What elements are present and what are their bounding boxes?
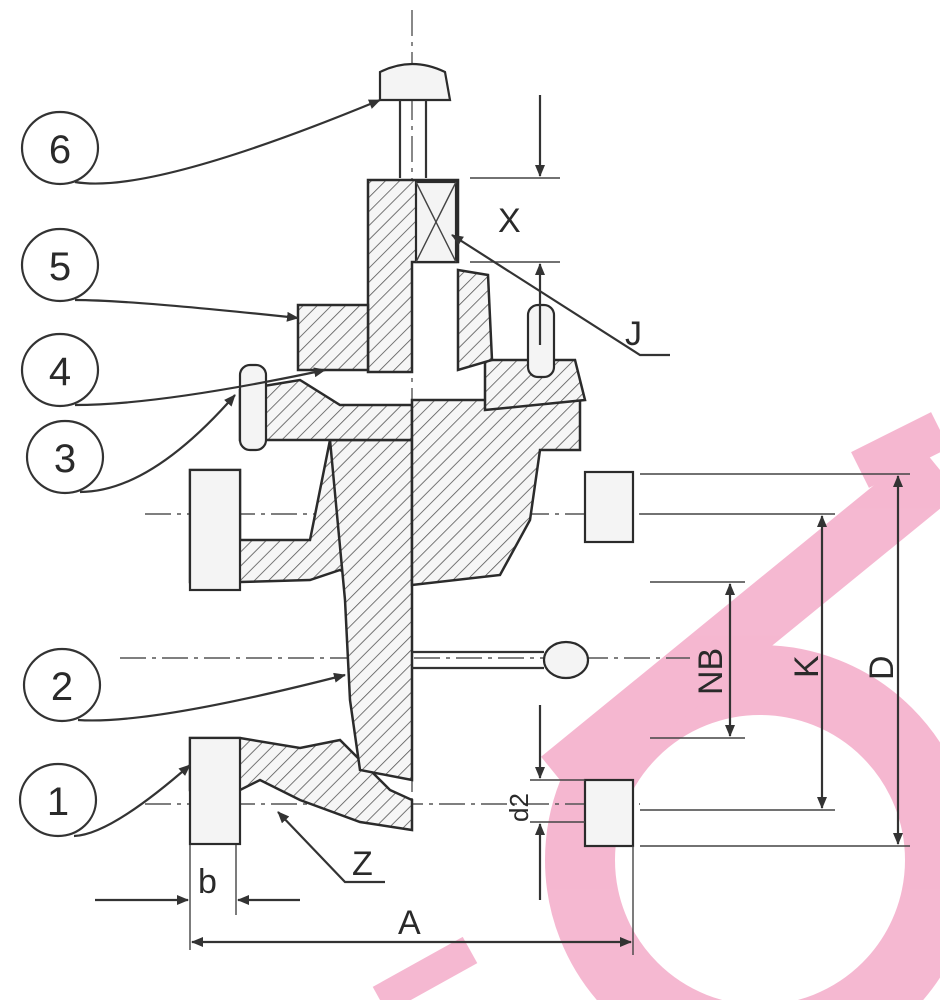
valve-body bbox=[188, 178, 635, 848]
callout-2: 2 bbox=[22, 647, 346, 723]
callout-6-label: 6 bbox=[49, 128, 71, 172]
left-flange-upper bbox=[188, 468, 242, 592]
left-flange-lower bbox=[188, 736, 242, 846]
dimension-d2-label: d2 bbox=[504, 793, 534, 822]
dimension-x-label: X bbox=[498, 202, 521, 240]
callout-6: 6 bbox=[20, 98, 381, 186]
bonnet-bolt-left bbox=[238, 363, 268, 452]
dimension-nb: NB bbox=[650, 581, 745, 739]
callout-z: Z bbox=[277, 811, 385, 884]
dimension-b-label: b bbox=[198, 863, 217, 901]
dimension-d2: d2 bbox=[504, 705, 585, 900]
dimension-d: D bbox=[640, 473, 910, 847]
callout-z-label: Z bbox=[352, 845, 373, 883]
right-flange-upper bbox=[583, 470, 635, 544]
callout-4: 4 bbox=[20, 332, 326, 408]
dimension-a: A bbox=[191, 846, 634, 955]
dimension-b: b bbox=[95, 845, 300, 950]
callout-j: J bbox=[451, 234, 670, 357]
dimension-x: X bbox=[470, 95, 560, 345]
callout-1: 1 bbox=[18, 762, 191, 838]
callout-j-label: J bbox=[625, 315, 642, 353]
callout-3-label: 3 bbox=[54, 437, 76, 481]
stem-top-nut bbox=[378, 62, 452, 102]
callout-2-label: 2 bbox=[51, 665, 73, 709]
callout-4-label: 4 bbox=[49, 350, 71, 394]
dimension-d-label: D bbox=[863, 655, 901, 680]
right-flange-lower bbox=[583, 778, 635, 848]
callout-3: 3 bbox=[25, 394, 236, 495]
callout-5: 5 bbox=[20, 227, 299, 322]
seat-ball bbox=[542, 640, 590, 680]
watermark-logo bbox=[372, 412, 940, 1000]
callout-5-label: 5 bbox=[49, 245, 71, 289]
dimension-a-label: A bbox=[398, 904, 421, 942]
callout-1-label: 1 bbox=[47, 780, 69, 824]
dimension-k-label: K bbox=[788, 655, 826, 678]
dimension-k: K bbox=[640, 513, 835, 811]
dimension-nb-label: NB bbox=[692, 648, 730, 695]
